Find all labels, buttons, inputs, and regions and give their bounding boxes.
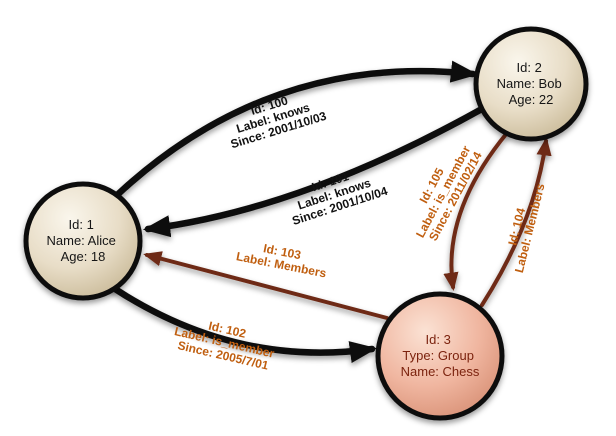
edge-103-label: Id: 103 Label: Members	[235, 236, 330, 280]
edge-102-is-member[interactable]	[108, 283, 378, 363]
node-chess-label-line: Id: 3	[426, 332, 451, 347]
edge-101-knows[interactable]	[142, 106, 484, 238]
node-alice-label-line: Id: 1	[69, 217, 94, 232]
node-alice-label-line: Age: 18	[61, 249, 106, 264]
edge-105-label: Id: 105 Label: is_member Since: 2011/02/…	[402, 134, 487, 246]
node-alice-label-line: Name: Alice	[47, 233, 116, 248]
edge-104-members[interactable]	[480, 137, 552, 307]
node-bob-label-line: Id: 2	[517, 60, 542, 75]
node-alice[interactable]: Id: 1 Name: Alice Age: 18	[23, 181, 143, 301]
node-bob-circle	[473, 26, 589, 142]
node-chess-label: Id: 3 Type: Group Name: Chess	[401, 332, 480, 379]
node-bob[interactable]: Id: 2 Name: Bob Age: 22	[473, 26, 589, 142]
node-bob-label-line: Name: Bob	[497, 76, 562, 91]
node-alice-circle	[23, 181, 143, 301]
node-chess-label-line: Name: Chess	[401, 364, 480, 379]
node-chess-group[interactable]: Id: 3 Type: Group Name: Chess	[375, 291, 505, 421]
node-chess-label-line: Type: Group	[402, 348, 474, 363]
node-bob-label-line: Age: 22	[509, 92, 554, 107]
node-alice-label: Id: 1 Name: Alice Age: 18	[47, 217, 120, 264]
edge-105-is-member[interactable]	[443, 131, 509, 291]
edge-100-knows[interactable]	[112, 60, 479, 200]
node-chess-circle	[375, 291, 505, 421]
node-bob-label: Id: 2 Name: Bob Age: 22	[497, 60, 566, 107]
edge-102-label: Id: 102 Label: is_member Since: 2005/7/0…	[170, 311, 282, 374]
edge-103-members[interactable]	[143, 251, 389, 320]
